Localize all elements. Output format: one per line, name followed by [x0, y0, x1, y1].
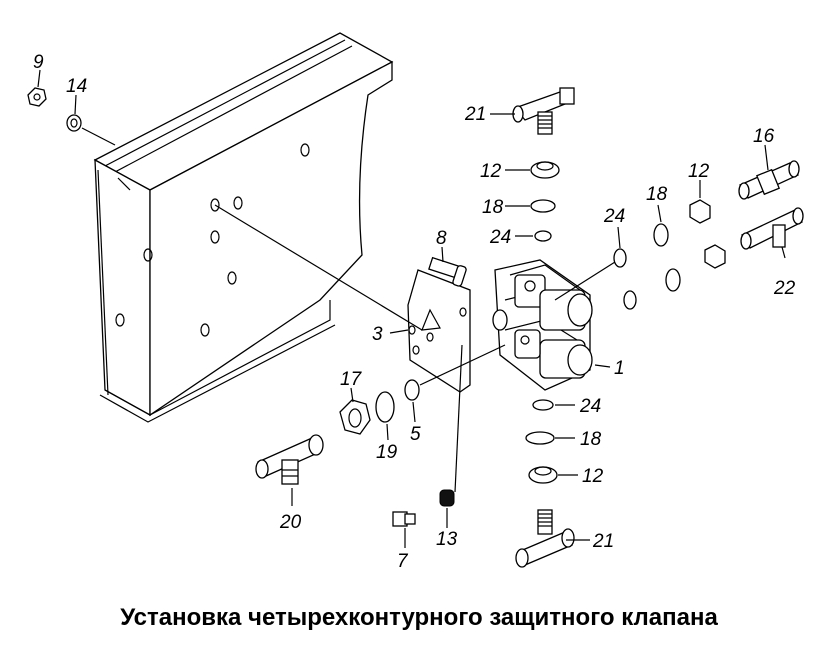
callout-12-bottom: 12	[582, 466, 604, 487]
ring-18-top	[530, 199, 556, 213]
callout-18-top: 18	[482, 197, 504, 218]
washer-24-right	[554, 248, 637, 310]
washer-5	[404, 344, 506, 401]
tee-fitting-20	[255, 434, 324, 485]
callout-8: 8	[436, 228, 447, 249]
callout-22: 22	[773, 278, 796, 299]
callout-18-bottom: 18	[580, 429, 602, 450]
callout-1: 1	[614, 358, 625, 379]
callout-13: 13	[436, 529, 458, 550]
bracket-holes	[115, 143, 310, 337]
diagram-caption: Установка четырехконтурного защитного кл…	[120, 604, 718, 631]
fitting-22	[740, 207, 804, 250]
callout-12-top: 12	[480, 161, 502, 182]
callout-16: 16	[753, 126, 775, 147]
nut-12-right	[689, 199, 726, 269]
frame-bracket	[93, 32, 394, 423]
washer-14	[66, 114, 116, 146]
callout-24-right: 24	[603, 206, 625, 227]
plug-13	[439, 344, 463, 507]
callout-5: 5	[410, 424, 421, 445]
callout-24-bottom: 24	[579, 396, 601, 417]
bolt-8	[428, 256, 467, 287]
ring-18-right	[653, 223, 681, 292]
callout-9: 9	[33, 52, 44, 73]
callout-20: 20	[279, 512, 302, 533]
nut-17	[339, 399, 371, 435]
washer-24-bottom	[532, 399, 554, 411]
ring-19	[375, 391, 395, 423]
tee-fitting-21-bottom	[515, 509, 575, 568]
callout-21-bottom: 21	[592, 531, 614, 552]
washer-24-top	[534, 230, 552, 242]
fitting-16	[738, 160, 800, 200]
callout-21-top: 21	[464, 104, 486, 125]
bolt-7	[392, 511, 416, 527]
ring-18-bottom	[525, 431, 555, 445]
callout-19: 19	[376, 442, 398, 463]
protection-valve-1	[492, 259, 593, 391]
callout-24-top: 24	[489, 227, 511, 248]
leader-lines	[37, 69, 786, 548]
callout-12-right: 12	[688, 161, 710, 182]
callout-17: 17	[340, 369, 363, 390]
tee-fitting-21-top	[512, 87, 575, 135]
callout-labels: 9 14 21 12 18 24 8 3 24 18 12 16 22 1 24…	[33, 52, 796, 572]
callout-18-right: 18	[646, 184, 668, 205]
callout-3: 3	[372, 324, 383, 345]
callout-7: 7	[397, 551, 409, 572]
nut-12-bottom	[528, 466, 558, 484]
mounting-plate-3	[214, 204, 471, 393]
nut-9	[27, 87, 47, 107]
nut-12-top	[530, 161, 560, 179]
callout-14: 14	[66, 76, 87, 97]
